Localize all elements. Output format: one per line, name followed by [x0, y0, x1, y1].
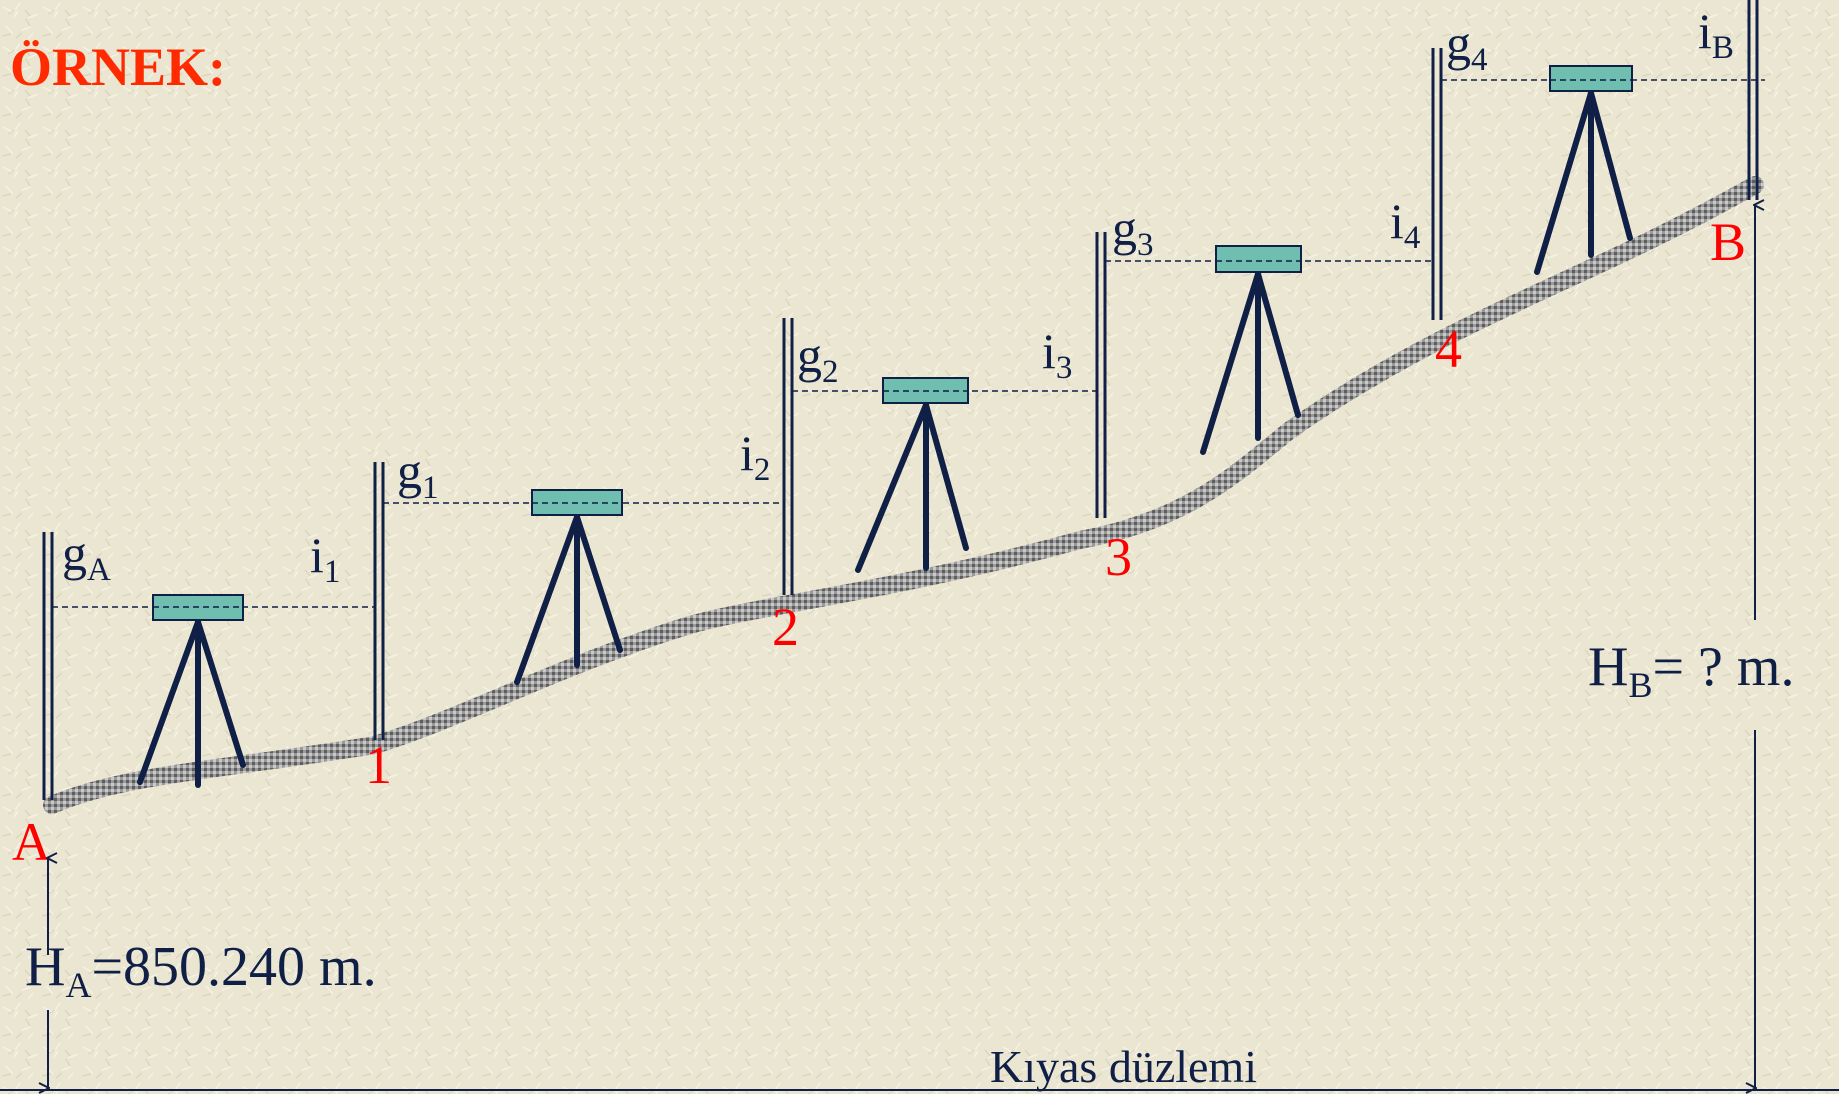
- point-label-2: 2: [772, 597, 799, 657]
- reading-i2: i2: [740, 425, 770, 488]
- reading-i3: i3: [1042, 323, 1072, 386]
- height-B-label: HB= ? m.: [1588, 636, 1794, 705]
- ground-profile: [43, 176, 1764, 814]
- height-A-label: HA=850.240 m.: [25, 936, 377, 1005]
- point-label-B: B: [1710, 212, 1746, 272]
- reading-gA: gA: [62, 525, 111, 588]
- point-label-A: A: [12, 812, 51, 872]
- reading-g1: g1: [397, 443, 439, 506]
- level-instrument-3: [855, 377, 969, 573]
- datum-label: Kıyas düzlemi: [990, 1041, 1257, 1092]
- point-label-4: 4: [1435, 319, 1462, 379]
- staff-1: [373, 462, 385, 740]
- reading-g3: g3: [1112, 200, 1154, 263]
- staff-2: [782, 318, 794, 595]
- staff-B: [1747, 0, 1759, 200]
- staff-A: [42, 532, 54, 800]
- point-label-1: 1: [365, 735, 392, 795]
- level-instrument-5: [1534, 65, 1633, 275]
- reading-g4: g4: [1446, 15, 1488, 78]
- level-instrument-1: [137, 594, 246, 788]
- level-instrument-2: [514, 489, 623, 685]
- reading-g2: g2: [797, 327, 839, 390]
- reading-iB: iB: [1698, 3, 1734, 66]
- level-instrument-4: [1200, 245, 1302, 455]
- example-title: ÖRNEK:: [10, 37, 226, 97]
- reading-i4: i4: [1390, 193, 1420, 256]
- staff-3: [1095, 232, 1107, 518]
- reading-i1: i1: [310, 527, 340, 590]
- staff-4: [1431, 48, 1443, 320]
- point-label-3: 3: [1105, 527, 1132, 587]
